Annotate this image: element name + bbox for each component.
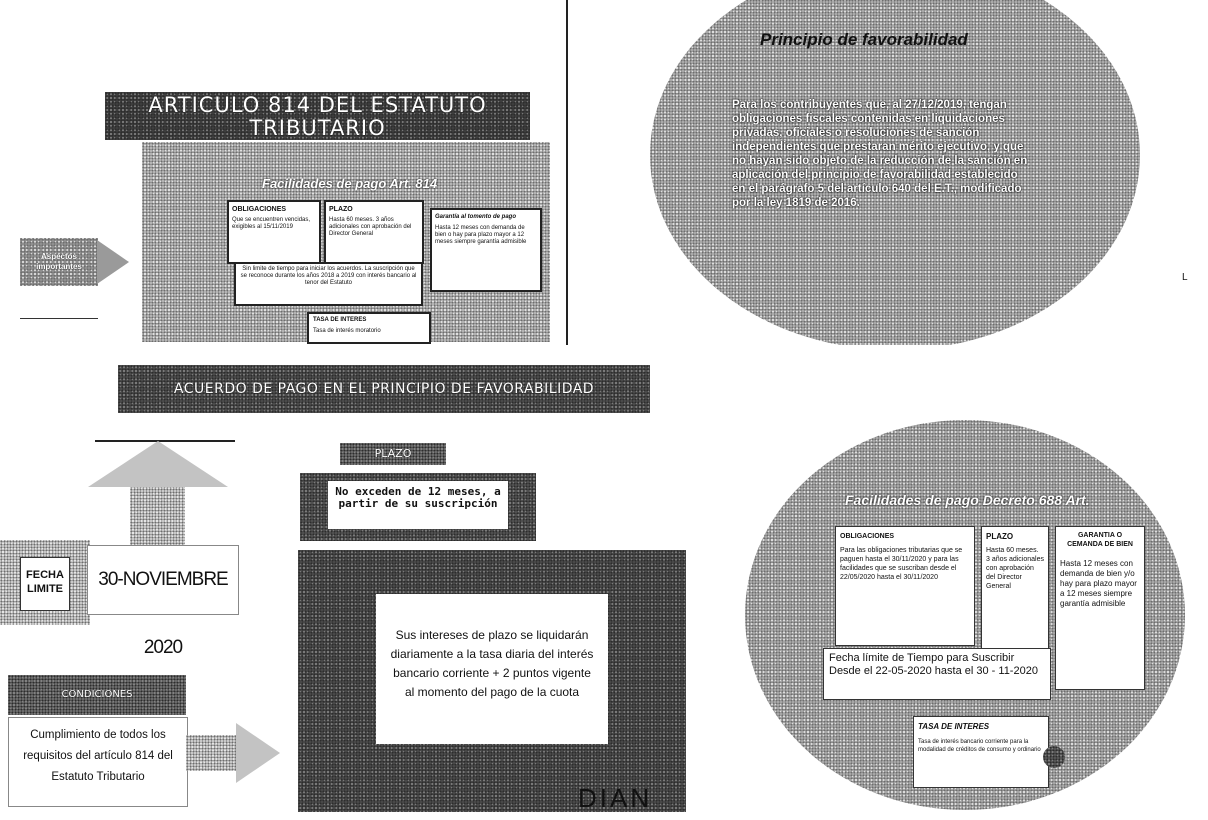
slide3-fecha-value: 30-NOVIEMBRE 2020 — [98, 569, 228, 658]
slide3-interes-text: Sus intereses de plazo se liquidarán dia… — [390, 628, 594, 699]
slide1-garantia-text: Hasta 12 meses con demanda de bien o hay… — [435, 225, 527, 245]
slide1-side-label: Aspectos importantes — [36, 252, 82, 271]
slide2-spotlight — [650, 0, 1140, 345]
slide2-title: Principio de favorabilidad — [760, 30, 968, 49]
slide3-up-arrow-body — [130, 485, 185, 545]
slide4-obligaciones-text: Para las obligaciones tributarias que se… — [840, 547, 963, 581]
slide4-garantia-box: GARANTIA O CEMANDA DE BIEN Hasta 12 mese… — [1055, 526, 1145, 690]
slide3-plazo-text: No exceden de 12 meses, a partir de su s… — [335, 485, 501, 510]
slide4-plazo-text: Hasta 60 meses. 3 años adicionales con a… — [986, 547, 1044, 590]
slide3-condiciones-label: CONDICIONES — [61, 689, 133, 700]
slide-decreto-688: Facilidades de pago Decreto 688 Art. OBL… — [705, 420, 1208, 820]
slide3-condiciones-box: Cumplimiento de todos los requisitos del… — [8, 717, 188, 807]
slide3-right-arrow-icon — [236, 723, 280, 783]
slide3-interes-frame: Sus intereses de plazo se liquidarán dia… — [298, 550, 686, 812]
slide1-title: ARTICULO 814 DEL ESTATUTO TRIBUTARIO — [105, 92, 530, 140]
slide3-fecha-label: FECHA LIMITE — [26, 569, 64, 595]
slide2-body: Para los contribuyentes que, al 27/12/20… — [732, 99, 1028, 209]
slide1-panel-title: Facilidades de pago Art. 814 — [262, 176, 438, 191]
slide3-plazo-box: No exceden de 12 meses, a partir de su s… — [328, 481, 508, 529]
slide3-right-arrow-body — [186, 735, 238, 771]
slide1-tasa-text: Tasa de interés moratorio — [313, 328, 381, 334]
slide1-garantia-box: Garantía al tomento de pago Hasta 12 mes… — [430, 208, 542, 292]
slide4-fecha-text: Fecha límite de Tiempo para Suscribir De… — [829, 652, 1038, 677]
slide4-plazo-title: PLAZO — [986, 532, 1014, 541]
slide4-obligaciones-box: OBLIGACIONES Para las obligaciones tribu… — [835, 526, 975, 646]
slide1-nota-text: Sin limite de tiempo para iniciar los ac… — [240, 266, 417, 286]
slide1-title-text: ARTICULO 814 DEL ESTATUTO TRIBUTARIO — [148, 93, 487, 140]
slide3-plazo-frame: No exceden de 12 meses, a partir de su s… — [300, 473, 536, 541]
dian-logo: DIAN — [578, 783, 653, 813]
slide4-tasa-text: Tasa de interés bancario corriente para … — [918, 739, 1041, 753]
slide1-obligaciones-text: Que se encuentren vencidas, exigibles al… — [232, 217, 311, 230]
slide3-title: ACUERDO DE PAGO EN EL PRINCIPIO DE FAVOR… — [173, 381, 595, 397]
slide1-obligaciones-title: OBLIGACIONES — [232, 206, 287, 213]
slide3-fecha-label-box: FECHA LIMITE — [20, 557, 70, 611]
slide4-obligaciones-title: OBLIGACIONES — [840, 533, 895, 540]
slide4-garantia-text: Hasta 12 meses con demanda de bien y/o h… — [1060, 559, 1137, 608]
slide1-side-label-box: Aspectos importantes — [20, 238, 98, 286]
slide4-tasa-title: TASA DE INTERES — [918, 722, 990, 731]
slide3-up-arrow-icon — [88, 441, 228, 487]
slide3-fecha-value-box: 30-NOVIEMBRE 2020 — [87, 545, 239, 658]
slide1-tasa-box: TASA DE INTERES Tasa de interés moratori… — [307, 312, 431, 344]
slide1-nota-box: Sin limite de tiempo para iniciar los ac… — [234, 262, 423, 306]
slide1-garantia-title: Garantía al tomento de pago — [435, 214, 517, 220]
slide3-interes-box: Sus intereses de plazo se liquidarán dia… — [376, 594, 608, 744]
slide4-title: Facilidades de pago Decreto 688 Art. — [845, 492, 1090, 508]
slide1-obligaciones-box: OBLIGACIONES Que se encuentren vencidas,… — [227, 200, 321, 264]
slide3-plazo-label: PLAZO — [374, 447, 412, 460]
slide4-plazo-box: PLAZO Hasta 60 meses. 3 años adicionales… — [981, 526, 1049, 668]
slide1-plazo-title: PLAZO — [329, 206, 353, 213]
slide1-panel: Facilidades de pago Art. 814 OBLIGACIONE… — [142, 142, 550, 344]
slide4-fecha-box: Fecha límite de Tiempo para Suscribir De… — [823, 648, 1051, 700]
slide3-condiciones-label-box: CONDICIONES — [8, 675, 186, 715]
slide2-edge-mark: L — [1182, 272, 1188, 283]
slide1-plazo-box: PLAZO Hasta 60 meses. 3 años adicionales… — [324, 200, 424, 264]
slide-divider — [566, 0, 568, 345]
slide-acuerdo-pago: ACUERDO DE PAGO EN EL PRINCIPIO DE FAVOR… — [0, 345, 700, 820]
slide4-tasa-box: TASA DE INTERES Tasa de interés bancario… — [913, 716, 1049, 788]
slide4-garantia-title: GARANTIA O CEMANDA DE BIEN — [1067, 532, 1133, 548]
slide1-arrow-icon — [97, 240, 129, 284]
slide3-condiciones-text: Cumplimiento de todos los requisitos del… — [23, 729, 173, 783]
slide4-seal-icon — [1043, 746, 1065, 768]
slide-principio-favorabilidad: Principio de favorabilidad Para los cont… — [570, 0, 1208, 345]
slide3-plazo-label-box: PLAZO — [340, 443, 446, 465]
slide3-title-bar: ACUERDO DE PAGO EN EL PRINCIPIO DE FAVOR… — [118, 365, 650, 413]
slide1-plazo-text: Hasta 60 meses. 3 años adicionales con a… — [329, 217, 412, 237]
slide-articulo-814: ARTICULO 814 DEL ESTATUTO TRIBUTARIO Fac… — [0, 0, 565, 345]
slide1-underline — [20, 318, 98, 319]
slide1-tasa-title: TASA DE INTERES — [313, 317, 367, 323]
